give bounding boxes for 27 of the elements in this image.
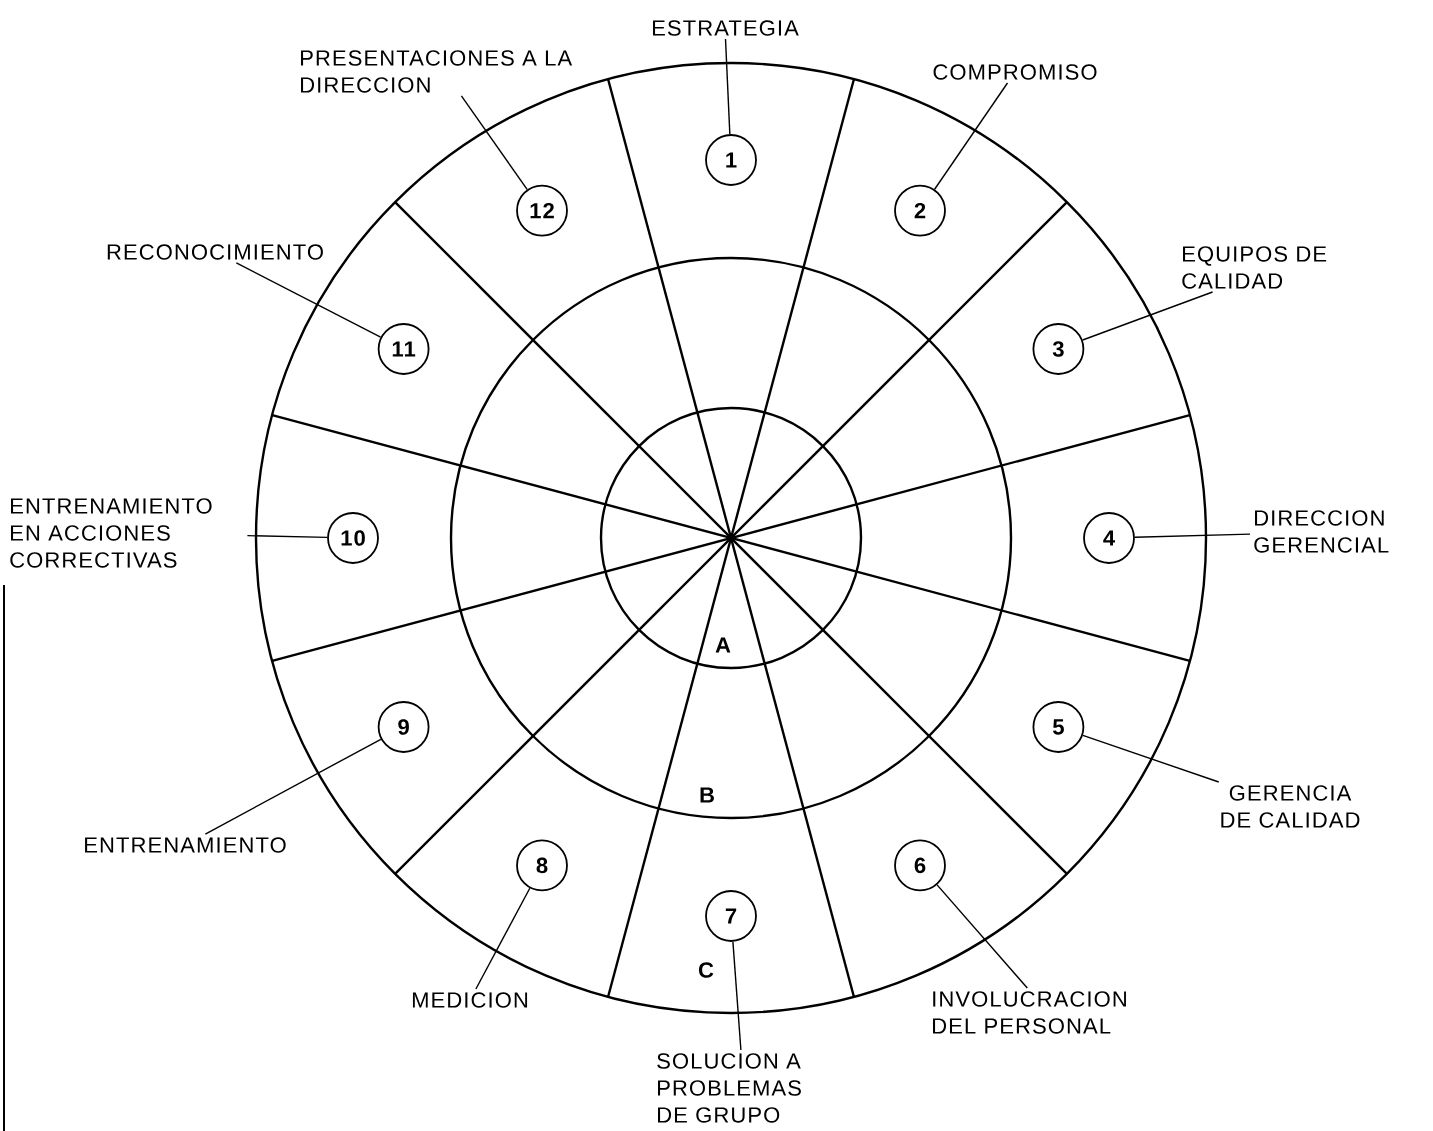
leader-line	[475, 887, 531, 990]
sector-label: EQUIPOS DE CALIDAD	[1182, 246, 1327, 289]
sector-label: ESTRATEGIA	[653, 20, 799, 36]
sector-label: ENTRENAMIENTO	[85, 837, 286, 853]
leader-line	[1082, 291, 1214, 341]
ring-letter: B	[700, 787, 714, 803]
sector-label: GERENCIA DE CALIDAD	[1221, 785, 1360, 828]
leader-line	[460, 95, 528, 191]
sector-label: ENTRENAMIENTO EN ACCIONES CORRECTIVAS	[10, 498, 212, 568]
leader-line	[1082, 734, 1220, 783]
leader-line	[732, 941, 742, 1051]
leader-line	[204, 738, 382, 835]
leader-line	[246, 534, 328, 539]
ring-letter: C	[698, 962, 714, 978]
sector-label: INVOLUCRACION DEL PERSONAL	[933, 991, 1126, 1034]
sector-label: RECONOCIMIENTO	[107, 244, 323, 260]
sector-label: COMPROMISO	[933, 64, 1097, 80]
leader-line	[936, 884, 1028, 989]
leader-line	[724, 38, 731, 135]
sector-label: PRESENTACIONES A LA DIRECCION	[301, 50, 573, 93]
leader-line	[933, 82, 1009, 190]
sector-label: MEDICION	[412, 992, 528, 1008]
leader-line	[1134, 533, 1251, 538]
ring-letter: A	[715, 637, 731, 653]
sector-label: SOLUCION A PROBLEMAS DE GRUPO	[657, 1053, 801, 1123]
sector-label: DIRECCION GERENCIAL	[1254, 510, 1389, 553]
leader-line	[235, 262, 382, 338]
